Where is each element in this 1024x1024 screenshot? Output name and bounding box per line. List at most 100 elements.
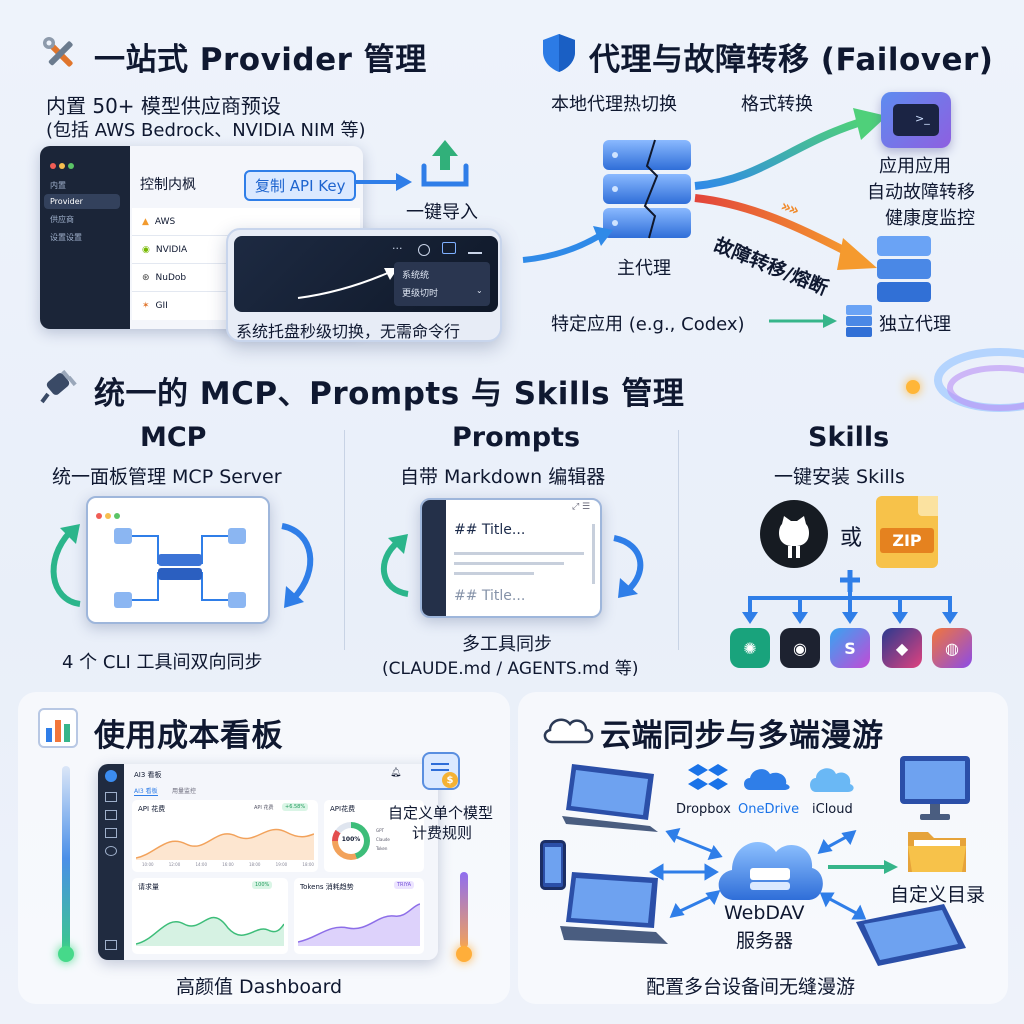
zip-icon[interactable]: ZIP [876,496,938,568]
dashboard-app-name: AI3 看板 [134,771,162,779]
orange-line-chart [136,828,314,860]
window-controls[interactable] [50,154,77,173]
app-line-1: 应用应用 [879,156,951,177]
sidebar: 内置 Provider 供应商 设置设置 [40,146,130,329]
openai-icon[interactable]: ✺ [730,628,770,668]
terminal-screen: >_ [893,104,939,136]
cloud-icon [540,712,594,746]
window-controls[interactable] [96,504,123,523]
shortcuts-icon[interactable]: ◆ [882,628,922,668]
sync-right-arrow [281,523,314,608]
billing-rule-icon: $ [422,752,460,790]
editor-scrollbar[interactable] [592,524,595,584]
divider [678,430,679,650]
github-icon[interactable] [760,500,828,568]
tick: 10:00 [142,862,154,867]
slider-right[interactable] [460,872,468,948]
swirl-app-icon[interactable]: S [830,628,870,668]
sidebar-item-builtin[interactable]: 内置 [50,181,66,190]
md-heading-2[interactable]: ## Title... [454,588,526,604]
section-title: 使用成本看板 [94,718,283,754]
prompts-caption-2: (CLAUDE.md / AGENTS.md 等) [382,659,639,679]
chevron-down-icon[interactable]: ⌄ [476,286,483,295]
provider-name: AWS [154,216,176,227]
section-title: 统一的 MCP、Prompts 与 Skills 管理 [94,376,685,412]
sidebar-item-settings[interactable]: 设置设置 [50,233,82,242]
webdav-server-icon [712,824,826,906]
dashboard-caption: 高颜值 Dashboard [176,976,343,998]
tray-menu-item[interactable]: 系统统 [402,271,430,281]
app-line-2: 自动故障转移 [867,182,975,203]
nav-icon[interactable] [105,828,117,838]
github-app-icon[interactable]: ◉ [780,628,820,668]
main-proxy-label: 主代理 [617,258,671,279]
coin-icon: $ [442,772,458,788]
provider-name: NVIDIA [155,244,188,255]
tools-icon [40,34,80,74]
tick: 18:00 [248,862,261,867]
text-line [454,562,564,565]
or-label: 或 [840,526,863,551]
section-title: 一站式 Provider 管理 [94,42,427,78]
webdav-label-2: 服务器 [736,930,794,952]
nav-icon[interactable] [105,792,117,802]
tab-usage[interactable]: 用量监控 [172,788,197,795]
creative-app-icon[interactable]: ◍ [932,628,972,668]
donut-hole [338,828,364,854]
legend-item: Token [376,846,388,851]
logo-icon [105,770,117,782]
card-badge: +6.58% [282,803,309,811]
markdown-editor: ⤢ ☰ ## Title... ## Title... [420,498,602,618]
md-heading-1[interactable]: ## Title... [454,522,526,538]
doc-line [431,763,449,765]
text-line [454,572,534,575]
card-badge: TRIYA [394,881,415,889]
info-icon[interactable] [418,244,430,256]
provider-name: NuDob [155,272,187,283]
main-proxy-server-icon [599,136,695,244]
green-line-chart [136,916,284,946]
tray-switch-icon[interactable] [442,242,456,254]
aws-icon: ▲ [142,216,149,227]
logout-icon[interactable] [105,940,117,950]
failover-section: 代理与故障转移 (Failover) 本地代理热切换 格式转换 主代理 >_ 应… [515,0,1024,355]
editor-toolbar-icon[interactable]: ⤢ ☰ [572,502,591,512]
provider-name: GII [155,301,168,311]
dropbox-icon [688,762,728,792]
copy-arrow [354,173,412,191]
folder-icon [906,826,968,874]
tab-overview[interactable]: AI3 看板 [134,788,158,796]
import-label: 一键导入 [406,202,478,223]
nav-icon[interactable] [105,846,117,856]
slider-right-knob[interactable] [456,946,472,962]
distribution-tree [742,570,958,624]
cloud-caption: 配置多台设备间无缝漫游 [646,976,856,998]
failover-arrow [694,194,877,270]
bell-icon[interactable]: 🔔︎ [390,768,402,778]
cart-icon[interactable] [468,242,482,254]
copy-api-key-button[interactable]: 复制 API Key [244,170,357,201]
tick: 16:00 [222,862,234,867]
card-title: 请求量 [138,883,159,891]
decorative-ring [934,348,1024,412]
section-title: 代理与故障转移 (Failover) [589,42,994,78]
custom-dir-arrow [828,860,898,874]
nav-icon[interactable] [105,810,117,820]
laptop-icon [558,760,662,836]
card-tokens: Tokens 消耗趋势 TRIYA [294,878,424,954]
skills-title: Skills [808,422,890,453]
onedrive-icon [742,766,792,792]
more-icon[interactable]: ··· [392,242,403,255]
webdav-label-1: WebDAV [724,902,805,924]
slider-left-knob[interactable] [58,946,74,962]
sidebar-item-vendors[interactable]: 供应商 [50,215,74,224]
sync-right-arrow [613,535,644,598]
tray-menu-item[interactable]: 更级切时 [402,289,439,299]
app-terminal-icon: >_ [881,92,951,148]
purple-area-chart [298,903,420,946]
sidebar-item-provider[interactable]: Provider [44,194,120,209]
slider-left[interactable] [62,766,70,952]
window-header: 控制内枫 [140,177,196,193]
